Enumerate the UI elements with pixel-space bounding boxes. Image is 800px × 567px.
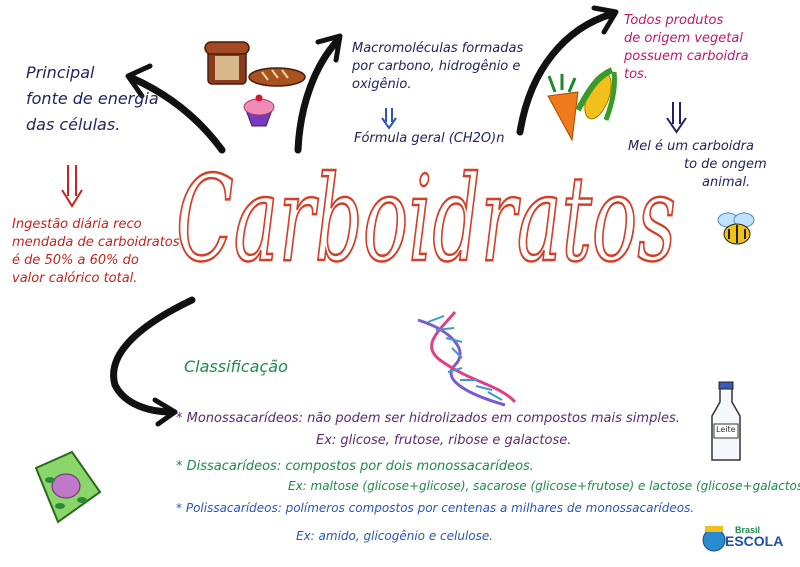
macro-note: Macromoléculas formadas por carbono, hid… xyxy=(352,40,523,94)
brasil-escola-logo[interactable]: Brasil ESCOLA xyxy=(695,523,790,553)
intake-note-line: valor calórico total. xyxy=(12,271,138,286)
intake-note-line: é de 50% a 60% do xyxy=(12,253,139,268)
main-title-text: Carboidratos xyxy=(176,150,676,288)
arrow-to-classification xyxy=(110,296,196,427)
corn-icon xyxy=(575,67,617,121)
carrot-icon xyxy=(547,74,579,142)
asterisk-bullet: * xyxy=(176,411,187,426)
bread-icon xyxy=(204,41,250,85)
honey-note-line: to de ongem xyxy=(684,157,767,172)
arrow-to-left-note xyxy=(125,63,226,154)
double-arrow-down-blue xyxy=(381,108,397,130)
main-title: Carboidratos xyxy=(175,149,678,290)
double-arrow-down-navy xyxy=(666,102,687,134)
mono-text: Monossacarídeos: não podem ser hidroliza… xyxy=(186,411,680,426)
left-note-line: Principal xyxy=(26,63,95,82)
milk-bottle-icon xyxy=(711,381,741,461)
honey-note-line: animal. xyxy=(702,175,751,190)
left-note: Principal fonte de energia das células. xyxy=(26,62,159,136)
dna-helix-icon xyxy=(417,311,517,407)
plant-cell-icon xyxy=(34,450,102,524)
plant-note-line: de origem vegetal xyxy=(624,31,743,46)
asterisk-bullet: * xyxy=(176,459,187,474)
cupcake-icon xyxy=(243,94,275,127)
di-example: Ex: maltose (glicose+glicose), sacarose … xyxy=(288,479,800,493)
honey-note: Mel é um carboidra to de ongem animal. xyxy=(628,138,767,192)
bottle-label: Leite xyxy=(716,425,736,434)
arrow-to-macro-note xyxy=(294,33,343,154)
arrow-to-plant-note xyxy=(516,5,619,136)
poli-example: Ex: amido, glicogênio e celulose. xyxy=(296,529,494,543)
intake-note-line: Ingestão diária reco xyxy=(12,217,142,232)
left-note-line: fonte de energia xyxy=(26,89,159,108)
asterisk-bullet: * xyxy=(176,501,186,515)
logo-line-1: Brasil xyxy=(735,525,761,535)
left-note-line: das células. xyxy=(26,115,121,134)
poli-text: Polissacarídeos: polímeros compostos por… xyxy=(185,501,695,515)
plant-note-line: tos. xyxy=(624,67,648,82)
macro-note-line: por carbono, hidrogênio e xyxy=(352,59,521,74)
logo-line-2: ESCOLA xyxy=(725,533,784,549)
plant-note-line: possuem carboidra xyxy=(624,49,749,64)
poli-label: * Polissacarídeos: polímeros compostos p… xyxy=(176,500,694,516)
intake-note: Ingestão diária reco mendada de carboidr… xyxy=(12,216,180,288)
brasil-escola-logo-mark xyxy=(702,526,726,552)
baguette-icon xyxy=(248,67,306,87)
macro-note-line: oxigênio. xyxy=(352,77,412,92)
di-label: * Dissacarídeos: compostos por dois mono… xyxy=(176,458,534,476)
general-formula: Fórmula geral (CH2O)n xyxy=(354,131,505,146)
double-arrow-down-red xyxy=(61,165,83,208)
macro-note-line: Macromoléculas formadas xyxy=(352,41,524,56)
mono-example: Ex: glicose, frutose, ribose e galactose… xyxy=(316,433,572,448)
bee-icon xyxy=(717,212,755,245)
classification-heading: Classificação xyxy=(184,357,288,376)
di-text: Dissacarídeos: compostos por dois monoss… xyxy=(186,459,534,474)
plant-note: Todos produtos de origem vegetal possuem… xyxy=(624,12,749,84)
plant-note-line: Todos produtos xyxy=(624,13,724,28)
mono-label: * Monossacarídeos: não podem ser hidroli… xyxy=(176,410,680,428)
intake-note-line: mendada de carboidratos xyxy=(12,235,180,250)
honey-note-line: Mel é um carboidra xyxy=(628,139,754,154)
